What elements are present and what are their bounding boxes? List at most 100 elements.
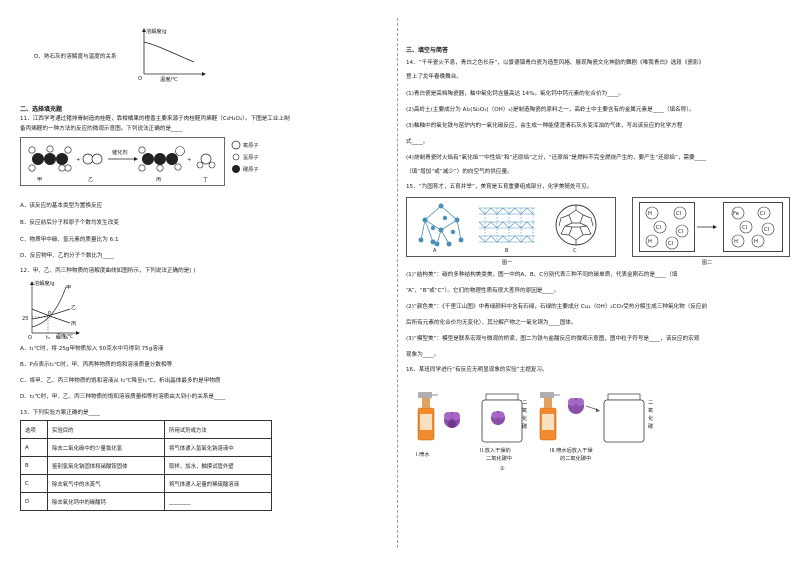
q15-sub2-line2: 后所有元素的化合价均无变化），其分解产物之一氧化铜为____固体。 [406,320,577,326]
q11-reaction-diagram: 甲 + 乙 催化剂 丙 + 丁 [20,137,259,186]
q13-stem: 13．下列实验方案正确的是____ [20,410,100,416]
fig-label-c: C [573,248,577,254]
svg-text:二: 二 [648,400,653,406]
legend-oxygen: 氧原子 [243,141,259,149]
q11-option-d: D．反应物甲、乙的分子个数比为____ [20,253,114,259]
q14-sub4-line1: (4)烧制青瓷时火焰有“氧化焰”“中性焰”和“还原焰”之分，“还原焰”是燃料不完… [406,155,706,161]
circle-number: ① [500,466,505,472]
q11-line1: 11．江西学考通过猪排骨制造肉桂醛，靠柑橘果的橙香主要来源于肉桂醛丙烯醛（C₆H… [20,116,290,122]
label-bing: 丙 [156,176,161,183]
table-cell: 取样，加水，触摸试管外壁 [164,456,272,475]
fig2-after-box: Fe Cl Cl Cl H H [723,202,783,252]
label-step1: I.喷水 [416,450,430,458]
legend-hydrogen: 氢原子 [243,153,259,161]
particle: H [734,239,738,245]
svg-text:氧: 氧 [648,406,653,414]
table-row: B 鉴别氢氧化钠固体和硝酸铵固体 取样，加水，触摸试管外壁 [20,456,272,475]
q12-xtick-t3: t₃ [64,335,68,341]
particle: Cl [668,241,673,247]
co2-jar-icon [603,393,645,443]
label-step3-line2: 的二氧化碳中 [560,454,591,462]
q15-stem: 15．“为国育才，五育并举”，美育是五育重要组成部分，化学美随处可见。 [406,184,593,190]
q15-sub3-line1: (3)“模型美”：模型是联系宏观与微观的桥梁，图二为铁与盐酸反应的微观示意图，图… [406,336,700,342]
fig2-caption: 图二 [702,260,713,266]
particle: H [648,239,652,245]
q11-option-b: B．反应前后分子和原子个数均发生改变 [20,220,119,226]
catalyst-label: 催化剂 [112,148,128,156]
particle: H [648,211,652,217]
q15-figure1: A B C [406,197,616,257]
q14-sub4-line2: （填“增加”或“减少”）的向空气的供应量。 [406,169,513,175]
svg-text:+: + [76,157,80,163]
svg-text:氧: 氧 [522,406,527,414]
q11-option-c: C．物质甲中碳、氢元素的质量比为 6:1 [20,237,119,243]
legend-carbon: 碳原子 [243,165,259,173]
q12-option-b: B．P点表示t₁℃时，甲、丙两种物质的饱和溶液质量分数相等 [20,362,173,368]
q12-solubility-graph: 溶解度/g 25 P 甲 乙 丙 O t₁ t₂ t₃ [22,279,80,341]
svg-text:碳: 碳 [648,422,654,430]
molecule-ding [196,153,216,169]
molecule-bing [138,146,185,172]
section-choice-fill-title: 二、选择填充题 [20,106,63,113]
table-cell: ________ [164,492,272,511]
fig1-caption: 图一 [502,260,513,266]
q12-series-jia: 甲 [66,284,71,291]
label-step3-line1: III.喷水后放入干燥 [550,446,593,454]
q12-series-bing: 丙 [71,320,76,327]
q12-ylabel: 溶解度/g [34,279,55,287]
table-cell: 除去氧化钙中的碳酸钙 [47,492,165,511]
q15-sub2-line1: (2)“颜色美”：《千里江山图》中青绿颜料中含有石绿，石绿的主要成分 Cu₂（O… [406,304,708,310]
table-cell: B [20,456,48,475]
q14-sub1: (1)青白瓷是高档陶瓷器，釉中氧化钙含量高达 14%。氧化钙中钙元素的化合价为_… [406,91,624,97]
particle: Cl [676,211,681,217]
molecule-yi [82,153,103,165]
graph-d-origin: O [138,76,142,82]
particle: Cl [764,227,769,233]
q12-xtick-t2: t₂ [56,335,60,341]
label-ding: 丁 [203,176,208,183]
table-cell: 除去氧气中的水蒸气 [47,474,165,493]
q-option-d: D．熟石灰的溶解度与温度的关系 [34,54,117,60]
svg-text:碳: 碳 [522,422,528,430]
q12-xtick-o: O [28,335,32,341]
graph-d-ylabel: 溶解度/g [146,27,167,35]
q12-stem: 12．甲、乙、丙三种物质的溶解度曲线如图所示，下列说法正确的是( ) [20,268,196,274]
table-cell: 鉴别氢氧化钠固体和硝酸铵固体 [47,456,165,475]
fig2-before-box: H Cl Cl Cl H Cl [639,202,695,252]
label-yi: 乙 [88,176,93,183]
right-column: 三、填空与简答 14．“千年瓷火不息，青白之色长存”，以景德镇青白瓷为造型风格、… [400,0,794,562]
table-cell: 将气体通入氢氧化钠溶液中 [164,438,272,457]
label-step2-line1: II.放入干燥的 [480,446,511,454]
q14-line1: 14．“千年瓷火不息，青白之色长存”，以景德镇青白瓷为造型风格、展现陶瓷文化神韵… [406,60,705,66]
table-row: A 除去二氧化碳中的少量氯化氢 将气体通入氢氧化钠溶液中 [20,438,272,457]
spray-bottle-icon [417,392,438,441]
q12-ytick: 25 [22,316,29,322]
q13-table: 选项 实验目的 所用试剂或方法 A 除去二氧化碳中的少量氯化氢 将气体通入氢氧化… [20,420,272,511]
q16-stem: 16．某班同学进行“有反应无明显现象的实验”主题复习。 [406,367,548,373]
jar3-label: 二 氧 化 碳 [648,400,654,430]
svg-text:化: 化 [522,414,527,422]
particle: Fe [733,211,739,217]
q16-experiment-figure: I.喷水 二 氧 化 碳 II.放入干燥的 二氧化碳中 ① [416,392,654,472]
svg-text:二: 二 [522,400,527,406]
q14-line2: 登上了龙年春晚舞台。 [406,74,462,80]
table-cell: A [20,438,48,457]
purple-flower-icon [444,412,460,428]
table-header-row: 选项 实验目的 所用试剂或方法 [20,420,272,439]
q15-sub1-line1: (1)“结构美”：碳的多种结构美类美，图一中的A、B、C分别代表三种不同的碳单质… [406,272,678,278]
fig2-before-particles: H Cl Cl Cl H Cl [645,206,689,250]
graph-d-xlabel: 温度/℃ [160,75,178,83]
table-cell: 将气体通入足量的稀硫酸溶液 [164,474,272,493]
fig-label-a: A [433,248,437,254]
purple-flower-icon [568,398,584,414]
table-cell: 除去二氧化碳中的少量氯化氢 [47,438,165,457]
svg-text:+: + [187,157,191,163]
particle: Cl [656,225,661,231]
particle: Cl [742,225,747,231]
table-header-cell: 所用试剂或方法 [164,420,272,439]
fig-label-b: B [505,248,509,254]
column-divider [397,18,398,548]
molecule-jia [28,145,72,172]
c60-structure-icon [555,204,597,246]
